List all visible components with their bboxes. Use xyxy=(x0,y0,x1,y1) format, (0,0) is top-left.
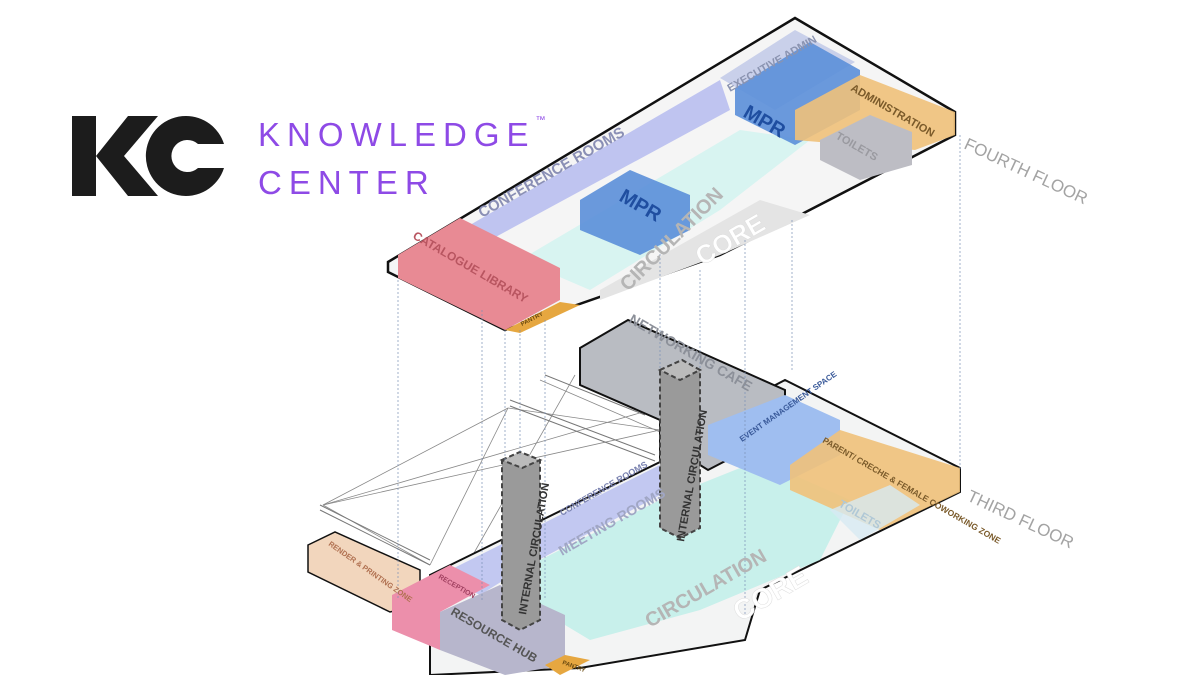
third-floor-title: THIRD FLOOR xyxy=(964,486,1076,552)
trademark-symbol: ™ xyxy=(535,115,546,126)
projection-lines xyxy=(397,135,961,620)
brand-name-line1: KNOWLEDGE™ xyxy=(258,115,546,153)
mpr-mid-zone xyxy=(580,170,690,255)
third-toilets-zone xyxy=(830,485,920,540)
pantry-zone xyxy=(545,655,590,675)
third-floor-plan xyxy=(307,318,961,675)
fourth-floor-plan xyxy=(386,16,957,333)
fourth-floor-title: FOURTH FLOOR xyxy=(961,134,1090,208)
study-zones xyxy=(540,460,850,640)
brand-knowledge: KNOWLEDGE xyxy=(258,116,536,153)
meeting-rooms-zone xyxy=(440,465,660,595)
fourth-conference-zone xyxy=(470,80,730,240)
kc-logo-mark xyxy=(72,115,224,196)
brand-name-line2: CENTER xyxy=(258,164,436,201)
reception-zone xyxy=(392,565,490,650)
railings xyxy=(319,374,656,566)
internal-circulation-shaft-2 xyxy=(657,358,703,540)
fourth-toilets-zone xyxy=(820,115,912,180)
fourth-circulation-zone xyxy=(600,200,810,300)
catalogue-library-zone xyxy=(398,218,560,330)
fourth-pantry-zone xyxy=(505,302,580,333)
administration-zone xyxy=(795,75,955,150)
